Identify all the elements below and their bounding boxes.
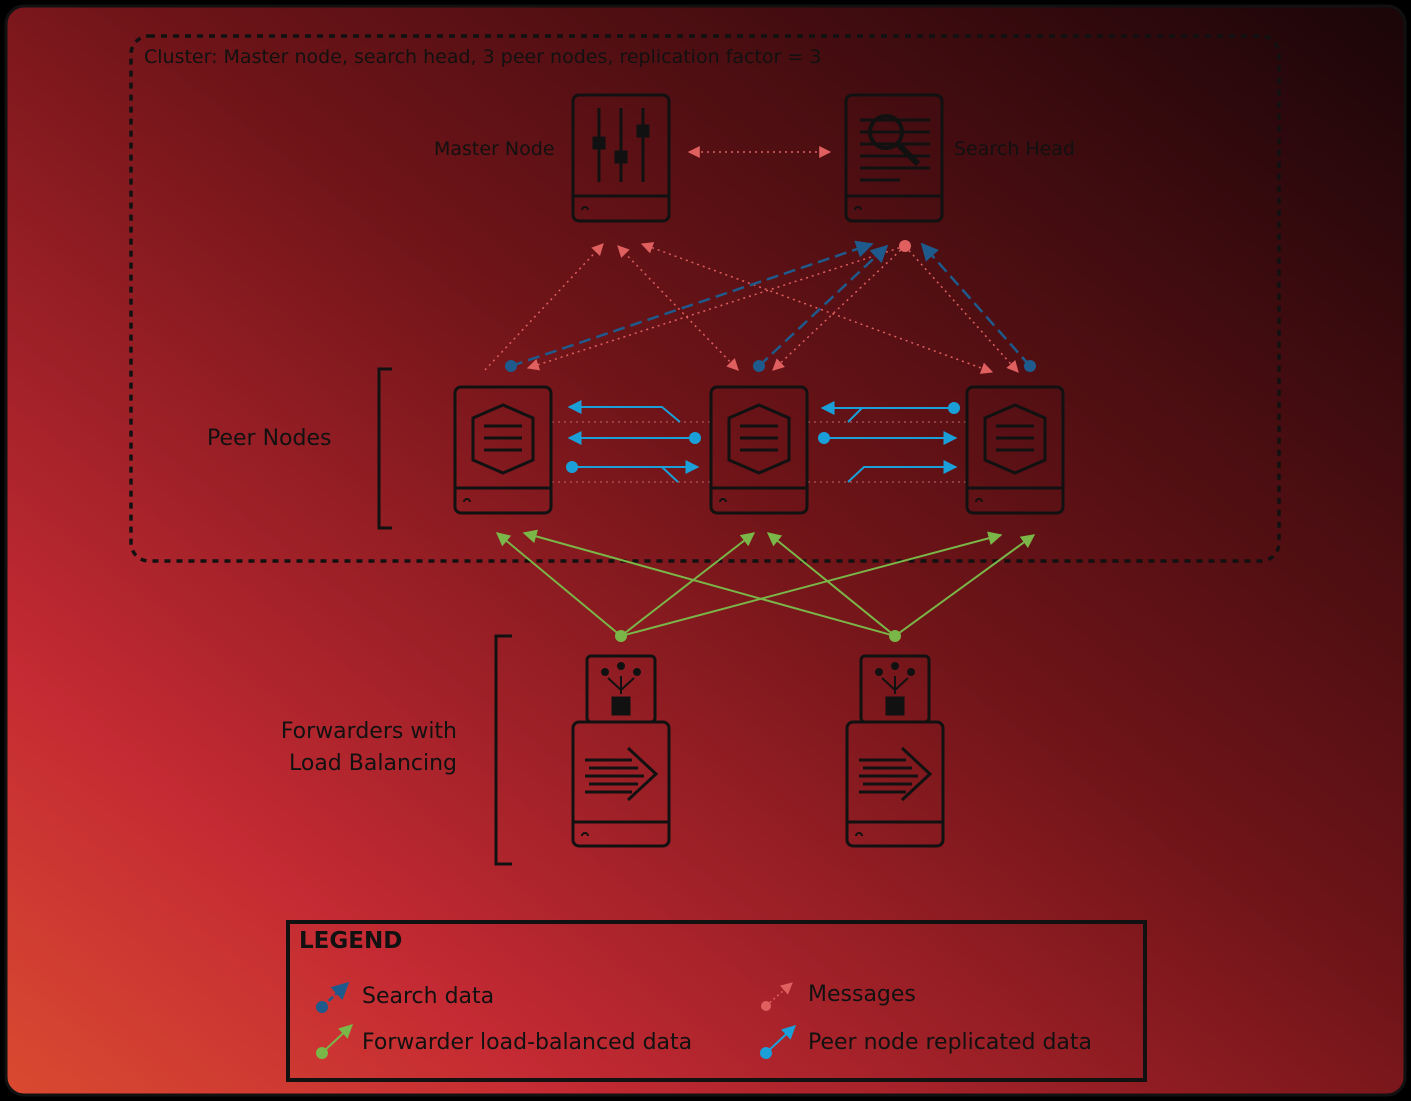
forwarder-dots xyxy=(615,630,901,642)
legend-forwarder-data-label: Forwarder load-balanced data xyxy=(362,1030,693,1055)
master-node-label: Master Node xyxy=(434,138,555,160)
replicated-data-edges xyxy=(567,400,958,483)
forwarder-2-forwarder-icon xyxy=(845,654,945,848)
search-head-message-dot xyxy=(899,240,911,252)
cluster-title: Cluster: Master node, search head, 3 pee… xyxy=(144,46,822,68)
legend-title: LEGEND xyxy=(299,928,403,954)
legend-messages-swatch xyxy=(761,982,793,1011)
legend-replicated-data-label: Peer node replicated data xyxy=(808,1030,1093,1055)
forwarder-bracket xyxy=(494,634,512,866)
search-head-search-document-icon xyxy=(844,93,944,223)
replicated-data-dots xyxy=(566,402,960,473)
peer-node-1-indexer-icon xyxy=(453,385,553,515)
search-data-dots xyxy=(505,360,1036,372)
forwarder-1-forwarder-icon xyxy=(571,654,671,848)
messages-edges xyxy=(484,146,1019,374)
legend-messages-label: Messages xyxy=(808,982,916,1007)
forwarder-edges xyxy=(495,529,1036,637)
peer-guides xyxy=(552,421,966,483)
peer-nodes-label: Peer Nodes xyxy=(207,426,332,451)
legend-forwarder-swatch xyxy=(316,1024,354,1059)
panel-background xyxy=(4,4,1407,1097)
forwarders-label: Forwarders with Load Balancing xyxy=(280,719,457,776)
legend-box xyxy=(286,920,1147,1082)
search-data-edges xyxy=(510,240,1031,368)
legend-replicated-swatch xyxy=(760,1025,797,1059)
search-head-label: Search Head xyxy=(954,138,1075,160)
legend-search-data-label: Search data xyxy=(362,984,495,1009)
peer-node-2-indexer-icon xyxy=(709,385,809,515)
legend-search-swatch xyxy=(316,981,350,1013)
peer-node-3-indexer-icon xyxy=(965,385,1065,515)
master-node-sliders-icon xyxy=(571,93,671,223)
peer-bracket xyxy=(377,367,392,530)
cluster-boundary xyxy=(129,34,1281,563)
